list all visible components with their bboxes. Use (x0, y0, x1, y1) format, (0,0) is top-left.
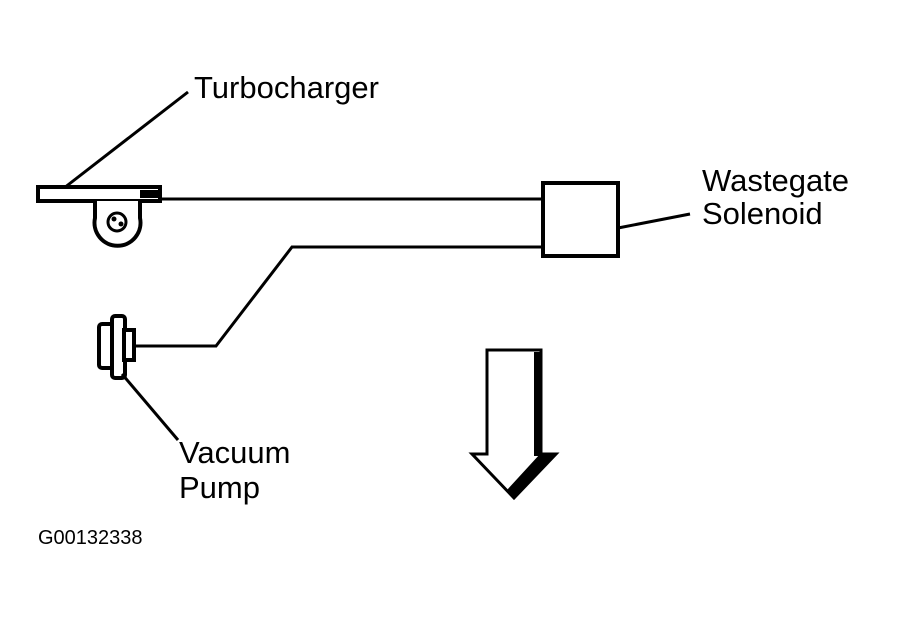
vacuum-hose (133, 245, 543, 348)
vacuum-pump-leader-line (120, 373, 180, 441)
vacuum-pump (97, 314, 136, 380)
turbocharger-leader-line (63, 90, 189, 190)
vacuum-pump-label-line1: Vacuum (179, 435, 291, 470)
turbocharger (36, 185, 162, 248)
wastegate-solenoid (541, 181, 620, 258)
solenoid-leader-line (617, 212, 691, 230)
wastegate-solenoid-label-line2: Solenoid (702, 196, 823, 231)
figure-id: G00132338 (38, 527, 143, 549)
vacuum-pump-label-line2: Pump (179, 470, 260, 505)
wastegate-solenoid-label-line1: Wastegate (702, 163, 850, 198)
turbocharger-label: Turbocharger (194, 70, 379, 105)
down-arrow-icon (468, 348, 560, 501)
